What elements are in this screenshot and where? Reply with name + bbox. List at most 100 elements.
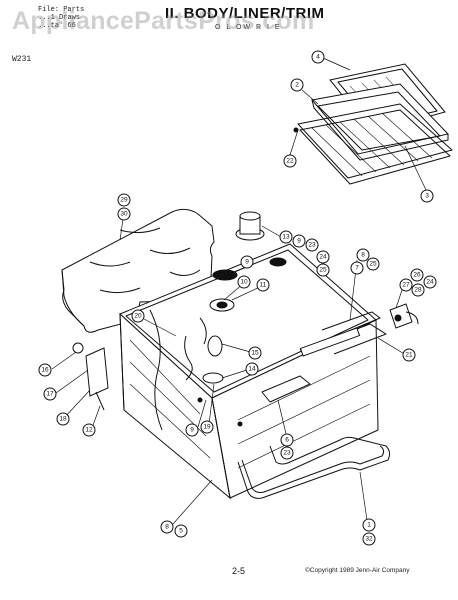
callout-27: 27: [399, 278, 413, 292]
bake-element: [237, 436, 391, 499]
callout-30: 30: [117, 207, 131, 221]
top-vent-hole: [212, 269, 238, 281]
callout-19: 19: [200, 420, 214, 434]
callout-10: 10: [237, 275, 251, 289]
svg-text:12: 12: [85, 427, 93, 434]
callout-3: 3: [420, 189, 434, 203]
svg-text:2: 2: [295, 82, 299, 89]
svg-text:25: 25: [369, 261, 377, 268]
svg-text:20: 20: [134, 313, 142, 320]
callout-23: 23: [305, 238, 319, 252]
callout-24: 24: [316, 250, 330, 264]
svg-text:28: 28: [414, 287, 422, 294]
callout-18: 18: [56, 412, 70, 426]
callout-16: 16: [38, 363, 52, 377]
svg-text:15: 15: [251, 350, 259, 357]
svg-text:27: 27: [402, 282, 410, 289]
svg-text:21: 21: [405, 352, 413, 359]
svg-text:8: 8: [361, 252, 365, 259]
svg-text:23: 23: [308, 242, 316, 249]
svg-text:11: 11: [260, 282, 267, 289]
svg-text:32: 32: [365, 536, 373, 543]
file-line-3: ...ta' 66: [38, 22, 76, 30]
light-bulb: [207, 335, 223, 357]
callout-6: 6: [280, 433, 294, 447]
screw: [197, 397, 203, 403]
broil-element: [261, 311, 387, 403]
callout-8: 8: [356, 248, 370, 262]
broiler-pan: [311, 83, 449, 161]
svg-text:23: 23: [283, 450, 291, 457]
copyright-notice: ©Copyright 1989 Jenn-Air Company: [305, 567, 410, 574]
svg-text:29: 29: [120, 197, 128, 204]
svg-text:1: 1: [367, 522, 371, 529]
callout-2: 2: [290, 78, 304, 92]
callout-13: 13: [279, 230, 293, 244]
model-number: W231: [12, 55, 32, 64]
svg-text:30: 30: [120, 211, 128, 218]
callout-23: 23: [280, 446, 294, 460]
screw: [237, 421, 243, 427]
svg-text:4: 4: [316, 54, 320, 61]
callout-28: 28: [411, 283, 425, 297]
file-line-2: ...1 Draws: [38, 14, 81, 22]
callout-5: 5: [174, 524, 188, 538]
hinge-bracket: [72, 342, 109, 411]
svg-text:25: 25: [319, 267, 327, 274]
callout-12: 12: [82, 423, 96, 437]
svg-text:19: 19: [203, 424, 211, 431]
svg-text:7: 7: [355, 265, 359, 272]
file-line: File: Parts: [38, 6, 85, 14]
callout-15: 15: [248, 346, 262, 360]
oven-liner-body: [119, 243, 379, 500]
light-socket: [202, 372, 224, 384]
svg-text:18: 18: [59, 416, 67, 423]
svg-text:8: 8: [165, 524, 169, 531]
callout-8: 8: [160, 520, 174, 534]
page-number: 2-5: [232, 566, 246, 576]
svg-text:17: 17: [46, 391, 54, 398]
callout-21: 21: [402, 348, 416, 362]
oven-vent-flue: [235, 211, 265, 241]
svg-text:22: 22: [286, 158, 294, 165]
callout-9: 9: [240, 255, 254, 269]
leader-lines: [51, 57, 427, 528]
callout-9: 9: [292, 234, 306, 248]
svg-text:14: 14: [248, 366, 256, 373]
callout-26: 26: [410, 268, 424, 282]
svg-text:16: 16: [41, 367, 49, 374]
oven-rack: [297, 103, 453, 185]
svg-text:9: 9: [297, 238, 301, 245]
svg-text:13: 13: [282, 234, 290, 241]
svg-text:6: 6: [285, 437, 289, 444]
svg-text:3: 3: [425, 193, 429, 200]
sensor-wiring: [184, 317, 224, 384]
svg-text:24: 24: [426, 279, 434, 286]
callout-1: 1: [362, 518, 376, 532]
callout-7: 7: [350, 261, 364, 275]
callout-32: 32: [362, 532, 376, 546]
callout-22: 22: [283, 154, 297, 168]
callout-11: 11: [256, 278, 270, 292]
svg-text:24: 24: [319, 254, 327, 261]
watermark: AppliancePartsPros.com: [12, 7, 315, 35]
file-info: File: Parts ...1 Draws ...ta' 66: [38, 6, 84, 30]
callout-4: 4: [311, 50, 325, 64]
callout-9: 9: [185, 423, 199, 437]
page-subtitle: O L OW R I E: [215, 24, 282, 31]
svg-text:26: 26: [413, 272, 421, 279]
page-title: II. BODY/LINER/TRIM: [165, 5, 325, 22]
svg-text:10: 10: [240, 279, 248, 286]
svg-text:5: 5: [179, 528, 183, 535]
callout-24: 24: [423, 275, 437, 289]
callout-29: 29: [117, 193, 131, 207]
callout-labels: 4 2 22 3 29 30 13 9 23 24 25 8 7 25 26 2…: [38, 50, 437, 546]
callout-17: 17: [43, 387, 57, 401]
svg-text:9: 9: [245, 259, 249, 266]
callout-25: 25: [366, 257, 380, 271]
callout-25: 25: [316, 263, 330, 277]
callout-14: 14: [245, 362, 259, 376]
svg-text:9: 9: [190, 427, 194, 434]
